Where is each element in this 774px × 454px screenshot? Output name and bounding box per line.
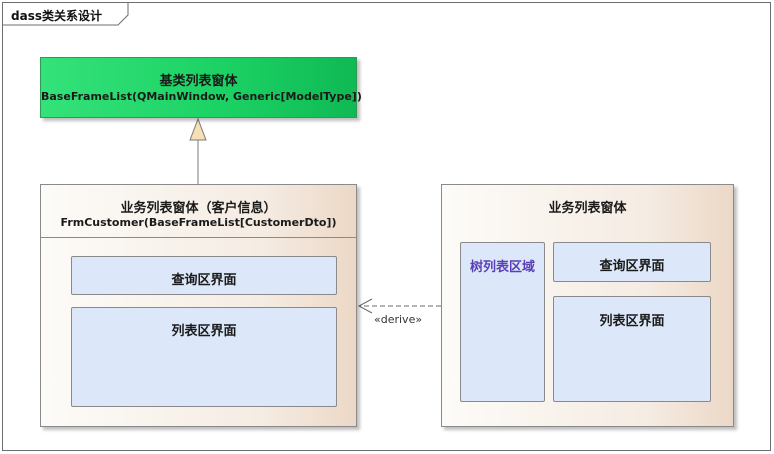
customer-form-name-cn: 业务列表窗体（客户信息） xyxy=(120,201,277,216)
business-form-box[interactable]: 业务列表窗体 树列表区域 查询区界面 列表区界面 xyxy=(441,184,734,427)
customer-list-area[interactable]: 列表区界面 xyxy=(71,307,337,407)
customer-list-area-label: 列表区界面 xyxy=(171,324,237,339)
customer-form-name-en: FrmCustomer(BaseFrameList[CustomerDto]) xyxy=(60,216,337,229)
generalization-arrowhead xyxy=(189,117,207,141)
frame-title: dass类关系设计 xyxy=(11,9,102,23)
frame-tab: dass类关系设计 xyxy=(2,2,128,25)
base-class-box[interactable]: 基类列表窗体 BaseFrameList(QMainWindow, Generi… xyxy=(40,57,362,118)
customer-form-divider xyxy=(41,237,356,238)
derive-label: «derive» xyxy=(374,313,423,326)
business-query-area-label: 查询区界面 xyxy=(599,259,665,274)
base-class-name-cn: 基类列表窗体 xyxy=(159,74,238,89)
business-query-area[interactable]: 查询区界面 xyxy=(553,242,711,282)
business-form-name-cn: 业务列表窗体 xyxy=(548,201,627,216)
customer-query-area[interactable]: 查询区界面 xyxy=(71,256,337,295)
business-list-area[interactable]: 列表区界面 xyxy=(553,296,711,402)
business-tree-area[interactable]: 树列表区域 xyxy=(460,242,545,402)
customer-query-area-label: 查询区界面 xyxy=(171,273,237,288)
business-tree-area-label: 树列表区域 xyxy=(469,260,535,275)
base-class-name-en: BaseFrameList(QMainWindow, Generic[Model… xyxy=(41,90,362,103)
derive-arrowhead xyxy=(357,298,373,314)
business-list-area-label: 列表区界面 xyxy=(599,314,665,329)
frame-tab-border xyxy=(2,2,129,26)
customer-form-box[interactable]: 业务列表窗体（客户信息） FrmCustomer(BaseFrameList[C… xyxy=(40,184,357,427)
